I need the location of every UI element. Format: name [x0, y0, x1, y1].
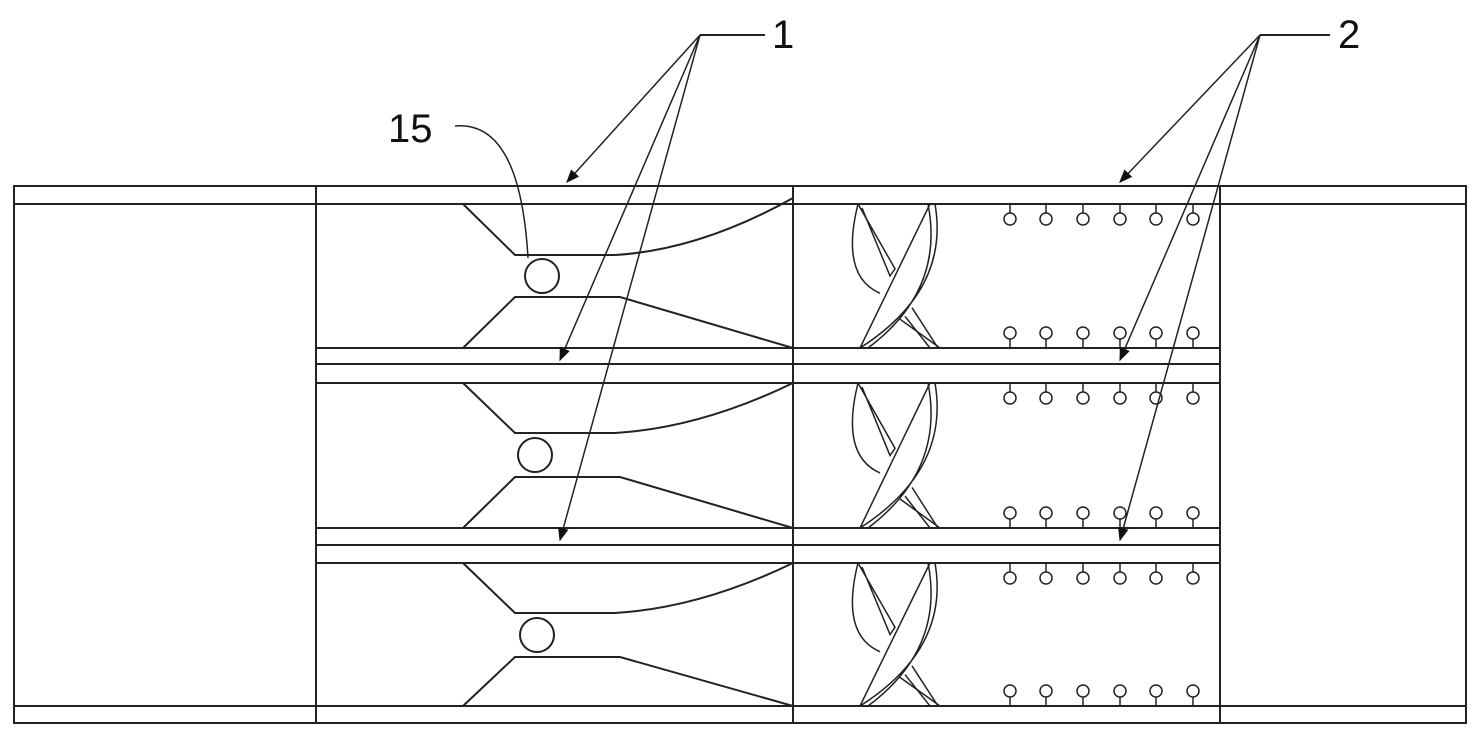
- twisted-blade: [852, 204, 940, 348]
- partition-plates: [316, 348, 1220, 563]
- ball: [525, 259, 559, 293]
- twisted-blade: [852, 383, 940, 528]
- ball: [518, 438, 552, 472]
- label-ball: 15: [388, 107, 433, 151]
- leader-lines: [455, 35, 1330, 540]
- pin: [1114, 204, 1126, 225]
- pin: [1150, 685, 1162, 706]
- pin: [1077, 563, 1089, 584]
- twisted-blades: [852, 204, 940, 706]
- pin: [1004, 383, 1016, 404]
- pin: [1040, 327, 1052, 348]
- pin: [1114, 383, 1126, 404]
- pin: [1077, 685, 1089, 706]
- pin: [1187, 204, 1199, 225]
- pin: [1040, 383, 1052, 404]
- pin: [1114, 563, 1126, 584]
- pipe-walls: [14, 186, 1466, 723]
- pin: [1114, 327, 1126, 348]
- pin: [1040, 685, 1052, 706]
- pin: [1187, 685, 1199, 706]
- pin: [1040, 507, 1052, 528]
- pins: [1004, 204, 1199, 706]
- pin: [1040, 204, 1052, 225]
- pin: [1004, 563, 1016, 584]
- pin: [1040, 563, 1052, 584]
- pin: [1077, 383, 1089, 404]
- pin: [1187, 383, 1199, 404]
- pin: [1150, 327, 1162, 348]
- pin: [1004, 204, 1016, 225]
- pin: [1004, 685, 1016, 706]
- pin: [1077, 327, 1089, 348]
- pin: [1150, 507, 1162, 528]
- pin: [1187, 507, 1199, 528]
- pin: [1077, 507, 1089, 528]
- label-mixer-assembly: 2: [1338, 13, 1360, 57]
- balls: [518, 259, 559, 652]
- pin: [1150, 563, 1162, 584]
- nozzle-bodies: [463, 198, 793, 706]
- pin: [1004, 327, 1016, 348]
- pin: [1150, 204, 1162, 225]
- pin: [1114, 685, 1126, 706]
- twisted-blade: [852, 563, 940, 706]
- label-nozzle-assembly: 1: [772, 13, 794, 57]
- pin: [1187, 563, 1199, 584]
- ball: [520, 618, 554, 652]
- pin: [1187, 327, 1199, 348]
- pin: [1077, 204, 1089, 225]
- pin: [1004, 507, 1016, 528]
